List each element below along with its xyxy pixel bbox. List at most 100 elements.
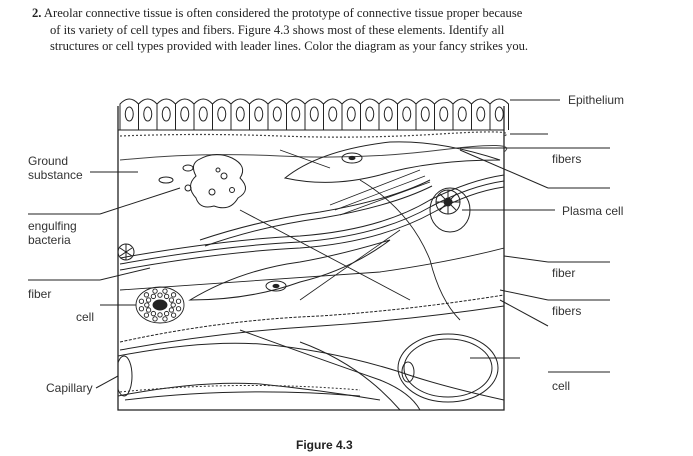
label-capillary: Capillary (46, 381, 93, 395)
mast-cell-granule (170, 312, 177, 318)
epithelial-cell (471, 98, 491, 130)
question-line-3: structures or cell types provided with l… (50, 39, 529, 53)
epithelial-nucleus (402, 106, 412, 122)
fibroblast-top (283, 141, 501, 183)
label-fibers-top: fibers (552, 152, 581, 166)
epithelial-cell (378, 98, 398, 130)
epithelial-cell (175, 98, 195, 130)
mast-cell-granule (162, 316, 168, 322)
label-plasma-cell: Plasma cell (562, 204, 623, 218)
epithelial-nucleus (291, 106, 301, 122)
collagen-fibers (119, 174, 504, 271)
mast-cell-granule (168, 297, 175, 303)
epithelial-cell (193, 98, 213, 130)
epithelial-nucleus (235, 106, 245, 122)
mast-cell-granule (138, 306, 145, 312)
mast-cell-granule (175, 306, 182, 312)
question-text: 2. Areolar connective tissue is often co… (32, 5, 652, 55)
epithelial-cell (415, 98, 435, 130)
epithelial-cell (138, 98, 158, 130)
macrophage (158, 154, 246, 209)
mast-cell-granule (170, 302, 176, 308)
reticular-fibers (299, 169, 431, 301)
figure-caption: Figure 4.3 (296, 438, 353, 452)
epithelial-cell (156, 98, 176, 130)
epithelial-nucleus (383, 106, 393, 122)
mast-cell-granule (150, 310, 157, 317)
epithelial-nucleus (198, 106, 208, 122)
epithelial-cell (341, 98, 361, 130)
mast-cell-granule (157, 292, 163, 298)
fibroblast-middle (188, 239, 391, 301)
epithelial-nucleus (494, 106, 504, 122)
epithelial-cell (212, 98, 232, 130)
epithelial-cell (267, 98, 287, 130)
epithelial-nucleus (217, 106, 227, 122)
mast-cell-granule (163, 293, 170, 300)
basement-membrane-lower (119, 145, 508, 161)
mast-cell-granule (175, 298, 182, 304)
label-engulfing-bacteria-2: bacteria (28, 233, 71, 247)
epithelial-cell (230, 98, 250, 130)
label-cell-right: cell (552, 379, 570, 393)
epithelium-cells (119, 98, 509, 130)
epithelial-cell (452, 98, 472, 130)
tissue-block (117, 106, 505, 411)
epithelial-cell (119, 98, 139, 130)
leader-lines (28, 99, 610, 389)
mast-cell-granule (143, 292, 150, 298)
mast-cell-granule (143, 312, 150, 318)
label-cell-left: cell (76, 310, 94, 324)
epithelial-nucleus (476, 106, 486, 122)
epithelial-nucleus (143, 106, 153, 122)
mast-cell-granule (170, 292, 177, 298)
epithelial-nucleus (254, 106, 264, 122)
epithelial-nucleus (328, 106, 338, 122)
label-fiber-left: fiber (28, 287, 51, 301)
lower-fiber-band (119, 294, 504, 410)
epithelial-nucleus (439, 106, 449, 122)
epithelial-cell (360, 98, 380, 130)
mast-cell-granule (168, 307, 175, 313)
fat-cell (397, 333, 499, 403)
epithelial-nucleus (124, 106, 134, 122)
question-line-2: of its variety of cell types and fibers.… (50, 22, 505, 37)
epithelial-nucleus (365, 106, 375, 122)
epithelial-cell (323, 98, 343, 130)
bottom-dotted-layer (119, 384, 361, 393)
mast-cell-granule (144, 302, 150, 308)
mast-cell-granule (163, 310, 170, 317)
mast-cell-granule (145, 307, 152, 313)
capillary (118, 342, 504, 401)
label-epithelium: Epithelium (568, 93, 624, 107)
question-number: 2. (32, 6, 42, 20)
epithelial-nucleus (161, 106, 171, 122)
epithelial-cell (489, 98, 509, 130)
label-engulfing-bacteria-1: engulfing (28, 219, 77, 233)
epithelial-nucleus (180, 106, 190, 122)
mast-cell (135, 286, 185, 324)
epithelial-nucleus (457, 106, 467, 122)
epithelial-nucleus (346, 106, 356, 122)
elastic-fibers (119, 149, 504, 321)
mast-cell-granule (145, 297, 152, 303)
epithelial-cell (304, 98, 324, 130)
epithelial-cell (286, 98, 306, 130)
mast-cell-granule (162, 288, 168, 294)
fiber-cross-section (118, 243, 135, 261)
mast-cell-granule (138, 298, 145, 304)
epithelial-nucleus (272, 106, 282, 122)
epithelial-cell (249, 98, 269, 130)
mast-cell-granule (152, 288, 158, 294)
label-fibers-right: fibers (552, 304, 581, 318)
epithelial-cell (397, 98, 417, 130)
label-ground-substance-2: substance (28, 168, 83, 182)
label-fiber-right: fiber (552, 266, 575, 280)
mast-cell-granule (152, 316, 158, 322)
epithelial-nucleus (420, 106, 430, 122)
plasma-cell (429, 187, 471, 233)
mast-cell-granule (157, 312, 163, 318)
epithelial-nucleus (309, 106, 319, 122)
mast-cell-granule (150, 293, 157, 300)
